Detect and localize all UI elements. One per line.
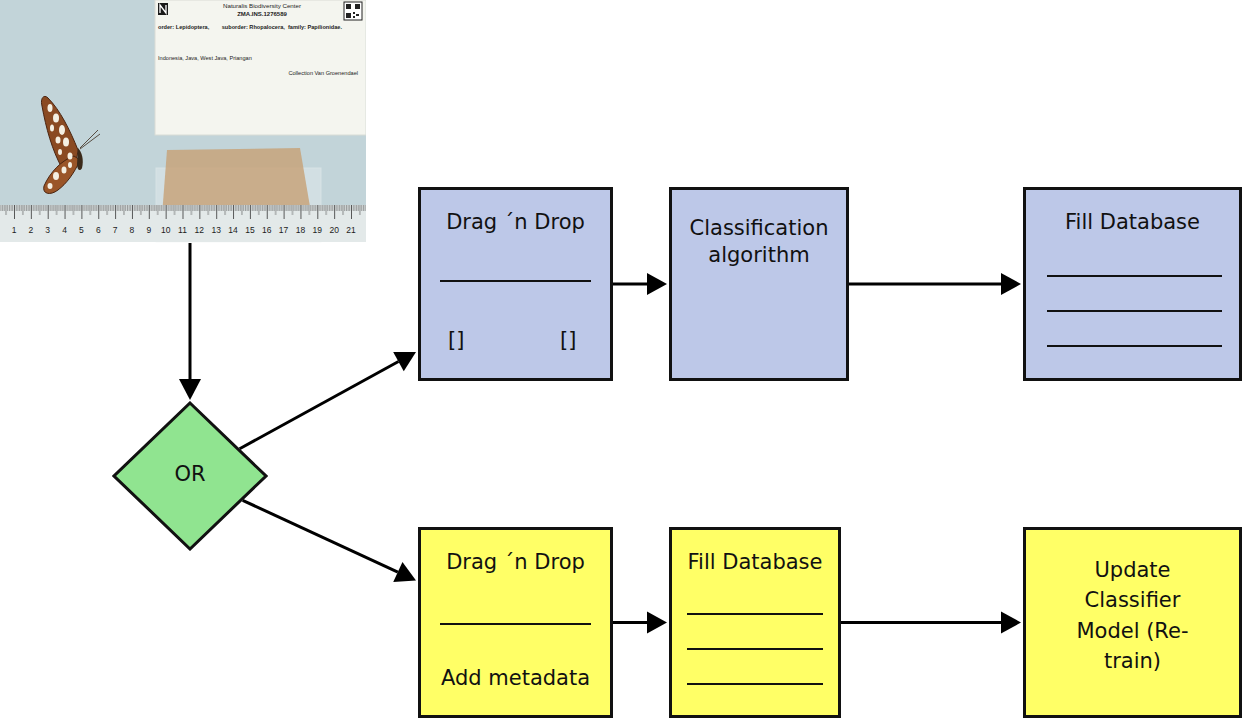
ruler-number: 13: [211, 226, 220, 235]
arrow-head: [1001, 273, 1021, 295]
box-label: Add metadata: [441, 665, 590, 692]
ruler-number: 20: [329, 226, 338, 235]
ruler: [0, 205, 366, 242]
box-label: Fill Database: [1065, 209, 1200, 236]
process-box: Fill Database: [1023, 187, 1242, 381]
connector-line: [613, 283, 647, 286]
decision-label: OR: [174, 461, 205, 488]
ruler-number: 16: [262, 226, 271, 235]
process-box: Update Classifier Model (Re-train): [1023, 527, 1242, 718]
box-label: []: [560, 327, 576, 354]
box-label: Drag ´n Drop: [446, 209, 585, 236]
qr-modules: [346, 4, 360, 18]
rule-line: [1047, 345, 1222, 347]
arrow-head: [647, 273, 667, 295]
arrow-head: [1001, 612, 1021, 634]
ruler-number: 1: [12, 226, 17, 235]
process-box: Drag ´n Drop [] []: [418, 187, 613, 381]
connector-line: [849, 283, 1001, 286]
box-label: []: [448, 327, 464, 354]
connector-line: [240, 362, 399, 449]
rule-line: [687, 648, 823, 650]
ruler-number: 8: [130, 226, 135, 235]
ruler-number: 18: [296, 226, 305, 235]
ruler-number: 12: [195, 226, 204, 235]
qr-code: [344, 2, 362, 20]
logo-glyph: [160, 5, 166, 13]
connector: [613, 612, 667, 634]
body: [77, 148, 83, 170]
connector-line: [613, 621, 647, 624]
photo-shade: [0, 0, 366, 242]
process-box: Drag ´n DropAdd metadata: [418, 527, 613, 718]
card-text: Indonesia, Java, West Java, Priangan: [158, 55, 252, 61]
label-card: [155, 0, 366, 135]
card-text: Naturalis Biodiversity Center: [223, 3, 301, 10]
box-label: Drag ´n Drop: [446, 549, 585, 576]
card-text: ZMA.INS.1276589: [237, 11, 287, 18]
ruler-number: 5: [79, 226, 84, 235]
ruler-number: 19: [313, 226, 322, 235]
ruler-number: 10: [161, 226, 170, 235]
ruler-number: 21: [346, 226, 355, 235]
photo-arrow-line: [189, 243, 192, 380]
butterfly: [41, 96, 100, 193]
connector: [841, 612, 1021, 634]
photo-arrow-head: [179, 379, 201, 400]
ruler-number: 17: [279, 226, 288, 235]
photo-ground: [0, 0, 366, 242]
connector: [613, 273, 667, 295]
connector: [243, 500, 416, 582]
decision-diamond: OR: [112, 401, 268, 551]
box-label: Classification algorithm: [679, 215, 839, 270]
ruler-number: 7: [113, 226, 118, 235]
ruler-number: 11: [178, 226, 187, 235]
ruler-number: 14: [228, 226, 237, 235]
ruler-number: 6: [96, 226, 101, 235]
ruler-scale: [0, 205, 366, 227]
diamond-shape: [114, 403, 266, 549]
connector-line: [243, 500, 398, 572]
ruler-number: 9: [146, 226, 151, 235]
ruler-number: 2: [28, 226, 33, 235]
ruler-number: 4: [62, 226, 67, 235]
rule-line: [440, 623, 591, 625]
process-box: Classification algorithm: [669, 187, 849, 381]
card-text: Collection Van Groenendael: [288, 70, 358, 76]
connector: [849, 273, 1021, 295]
antennae: [80, 130, 100, 149]
rule-line: [440, 280, 591, 282]
hindwing: [44, 156, 80, 193]
rule-line: [1047, 275, 1222, 277]
logo-mark: [158, 3, 168, 15]
arrow-head: [647, 612, 667, 634]
card-text: order: Lepidoptera, suborder: Rhopalocer…: [158, 24, 342, 30]
box-label: Update Classifier Model (Re-train): [1062, 555, 1204, 677]
rule-line: [687, 683, 823, 685]
process-box: Fill Database: [669, 527, 841, 718]
rule-line: [1047, 310, 1222, 312]
connector-line: [841, 621, 1001, 624]
ruler-number: 15: [245, 226, 254, 235]
box-label: Fill Database: [688, 549, 823, 576]
wing-spots: [48, 104, 73, 189]
connector: [240, 352, 416, 449]
rule-line: [687, 613, 823, 615]
ruler-number: 3: [45, 226, 50, 235]
